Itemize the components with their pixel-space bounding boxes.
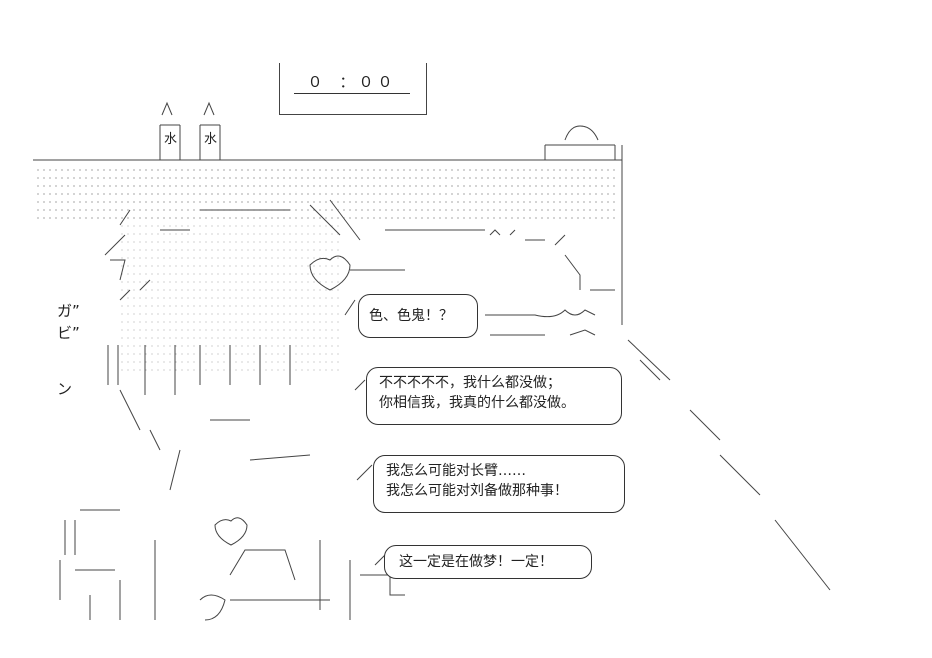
tub-rim [33,125,623,325]
bubble-tails [344,299,386,566]
speech-bubble-1: 色、色鬼！？ [358,294,478,338]
speech-bubble-2: 不不不不不，我什么都没做； 你相信我，我真的什么都没做。 [366,367,622,425]
sound-effect-ga: ガ” [57,302,80,320]
heart-icon-2 [214,517,248,546]
clock-time: ０ ：００ [294,71,410,94]
faucet-label-right: 水 [204,132,218,147]
character-figure [59,199,405,621]
bubble-line: 我怎么可能对刘备做那种事！ [386,483,568,499]
digital-clock: ０ ：００ [279,63,427,115]
sound-effect-n: ン [57,380,73,398]
sound-effect-bi: ビ” [57,324,80,342]
bubble-line: 不不不不不，我什么都没做； [379,375,561,391]
bubble-line: 你相信我，我真的什么都没做。 [379,395,575,411]
speech-bubble-4: 这一定是在做梦！一定！ [384,545,592,579]
speech-bubble-3: 我怎么可能对长臂…… 我怎么可能对刘备做那种事！ [373,455,625,513]
faucets [159,101,221,160]
motion-lines [627,339,831,591]
hand-sketch [385,229,615,336]
bubble-line: 色、色鬼！？ [369,308,453,324]
bubble-line: 我怎么可能对长臂…… [386,463,526,479]
clock-base [280,114,426,115]
faucet-label-left: 水 [164,132,178,147]
bubble-line: 这一定是在做梦！一定！ [399,554,553,570]
heart-icon [309,255,351,291]
water-dots [33,163,619,375]
